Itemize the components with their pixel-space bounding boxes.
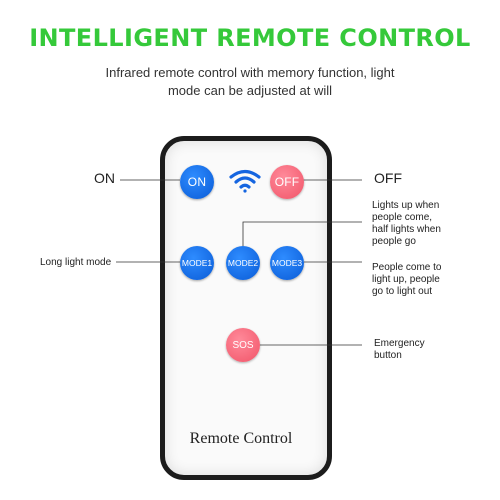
mode2-button[interactable]: MODE2 [226, 246, 260, 280]
mode2-button-label: MODE2 [227, 258, 259, 268]
callout-mode2: Lights up when people come, half lights … [372, 200, 441, 248]
subtitle-line-1: Infrared remote control with memory func… [105, 65, 395, 80]
on-button[interactable]: ON [180, 165, 214, 199]
wifi-signal-icon [229, 169, 261, 193]
mode3-button-label: MODE3 [271, 258, 303, 268]
callout-line-mode2 [242, 221, 362, 246]
callout-mode3-line: light up, people [372, 274, 440, 285]
headline-subtitle: Infrared remote control with memory func… [60, 64, 440, 100]
callout-mode3-line: go to light out [372, 286, 433, 297]
callout-mode3-line: People come to [372, 262, 442, 273]
callout-mode1: Long light mode [40, 257, 112, 268]
subtitle-line-2: mode can be adjusted at will [167, 83, 333, 98]
callout-mode2-line: Lights up when [372, 200, 440, 211]
mode3-button[interactable]: MODE3 [270, 246, 304, 280]
off-button-label: OFF [274, 175, 300, 189]
remote-control-label: Remote Control [189, 430, 293, 447]
off-button[interactable]: OFF [270, 165, 304, 199]
callout-sos: Emergency button [374, 338, 425, 362]
callout-off: OFF [374, 170, 402, 186]
callout-mode2-line: half lights when [372, 224, 441, 235]
headline-title: INTELLIGENT REMOTE CONTROL [29, 24, 471, 52]
callout-sos-line: button [374, 350, 402, 361]
callout-mode2-line: people go [372, 236, 416, 247]
on-button-label: ON [187, 175, 207, 189]
sos-button[interactable]: SOS [226, 328, 260, 362]
callout-mode2-line: people come, [372, 212, 433, 223]
callout-mode3: People come to light up, people go to li… [372, 262, 442, 298]
mode1-button[interactable]: MODE1 [180, 246, 214, 280]
callout-on: ON [94, 170, 115, 186]
mode1-button-label: MODE1 [181, 258, 213, 268]
sos-button-label: SOS [232, 339, 254, 351]
callout-sos-line: Emergency [374, 338, 425, 349]
